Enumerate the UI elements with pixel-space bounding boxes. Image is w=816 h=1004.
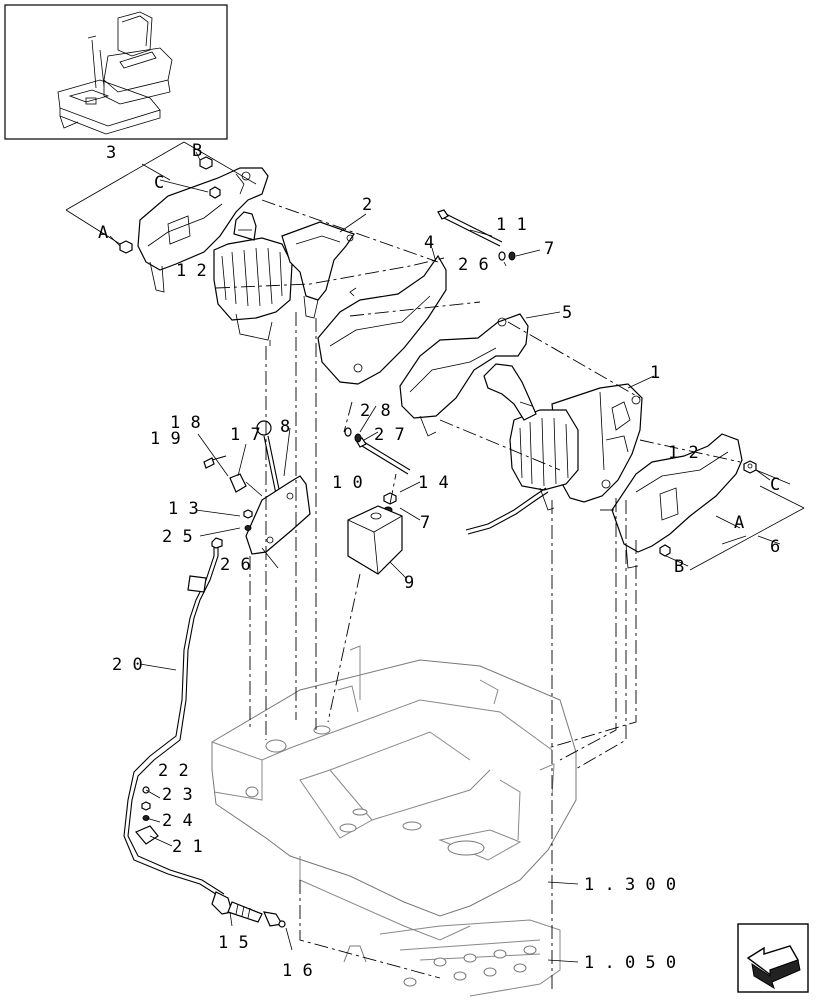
ref-B-top: B [192,141,202,161]
callout-12-left: 1 2 [176,261,207,281]
callout-23: 2 3 [162,785,193,805]
left-console-assembly [119,156,355,346]
right-console-assembly [465,363,757,569]
ref-valve-1-050[interactable]: 1 . 0 5 0 [584,953,676,973]
reference-letters: B C A C A B [98,141,780,577]
callout-28: 2 8 [360,401,391,421]
callout-13: 1 3 [168,499,199,519]
next-page-arrow-icon[interactable] [737,923,809,993]
cover-4 [317,254,447,385]
bolt-11 [437,209,503,247]
callout-25: 2 5 [162,527,193,547]
cover-9 [347,505,403,575]
callout-16: 1 6 [282,961,313,981]
callout-2: 2 [362,195,372,215]
callout-24: 2 4 [162,811,193,831]
callout-labels: 3 1 2 2 1 1 2 6 7 4 5 1 1 2 6 1 8 1 9 1 … [106,143,780,981]
seat-overview-icon[interactable] [4,4,228,140]
callout-26-top: 2 6 [458,255,489,275]
ref-A-right: A [734,513,744,533]
callout-11: 1 1 [496,215,527,235]
callout-10: 1 0 [332,473,363,493]
callout-6: 6 [770,537,780,557]
callout-4: 4 [424,233,434,253]
ref-A-top: A [98,223,108,243]
cover-5 [399,313,529,437]
callout-9: 9 [404,573,414,593]
ref-B-right: B [674,557,684,577]
callout-1: 1 [650,363,660,383]
callout-7-top: 7 [544,239,554,259]
callout-18: 1 8 [170,413,201,433]
callout-14: 1 4 [418,473,449,493]
ref-C-right: C [770,475,780,495]
callout-17: 1 7 [230,425,261,445]
callout-22: 2 2 [158,761,189,781]
callout-15: 1 5 [218,933,249,953]
callout-5: 5 [562,303,572,323]
frame-1-300 [211,645,577,941]
callout-26-mid: 2 6 [220,555,251,575]
callout-19: 1 9 [150,429,181,449]
callout-8: 8 [280,417,290,437]
ref-frame-1-300[interactable]: 1 . 3 0 0 [584,875,676,895]
valve-1-050 [343,919,561,997]
lever-assembly [203,420,311,555]
reference-lines [65,141,805,990]
ref-C-top: C [154,173,164,193]
callout-3: 3 [106,143,116,163]
callout-20: 2 0 [112,655,143,675]
external-references: 1 . 3 0 0 1 . 0 5 0 [584,875,676,973]
callout-21: 2 1 [172,837,203,857]
callout-12-right: 1 2 [668,443,699,463]
callout-7-mid: 7 [420,513,430,533]
callout-27: 2 7 [374,425,405,445]
